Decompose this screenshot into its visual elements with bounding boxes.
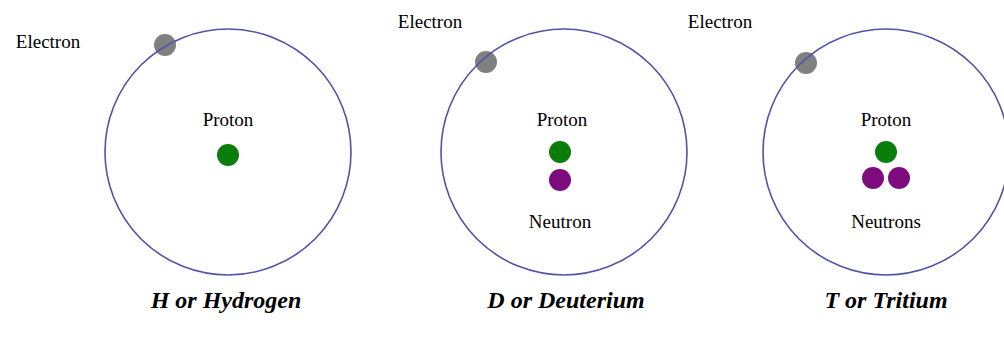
electron-label: Electron xyxy=(398,12,462,33)
orbit-outline xyxy=(104,28,352,276)
electron-label: Electron xyxy=(688,12,752,33)
neutron-dot xyxy=(549,169,571,191)
proton-dot xyxy=(875,141,897,163)
proton-dot xyxy=(549,141,571,163)
electron-dot xyxy=(154,34,176,56)
isotope-caption: T or Tritium xyxy=(824,287,947,313)
electron-label: Electron xyxy=(16,32,80,53)
orbit-outline xyxy=(440,28,688,276)
atom-orbit: ElectronProtonNeutron xyxy=(440,28,688,276)
electron-dot xyxy=(795,52,817,74)
orbit-circle xyxy=(441,29,687,275)
atom-orbit: ElectronProton xyxy=(104,28,352,276)
isotope-caption: D or Deuterium xyxy=(487,287,644,313)
atom-orbit: ElectronProtonNeutrons xyxy=(762,28,1004,276)
orbit-circle xyxy=(105,29,351,275)
proton-label: Proton xyxy=(861,110,912,131)
isotope-caption: H or Hydrogen xyxy=(151,287,302,313)
proton-label: Proton xyxy=(537,110,588,131)
proton-dot xyxy=(217,144,239,166)
orbit-outline xyxy=(762,28,1004,276)
neutron-dot xyxy=(888,167,910,189)
neutron-label: Neutron xyxy=(529,212,591,233)
orbit-circle xyxy=(763,29,1004,275)
neutron-dot xyxy=(862,167,884,189)
electron-dot xyxy=(475,51,497,73)
neutron-label: Neutrons xyxy=(851,212,921,233)
proton-label: Proton xyxy=(203,110,254,131)
